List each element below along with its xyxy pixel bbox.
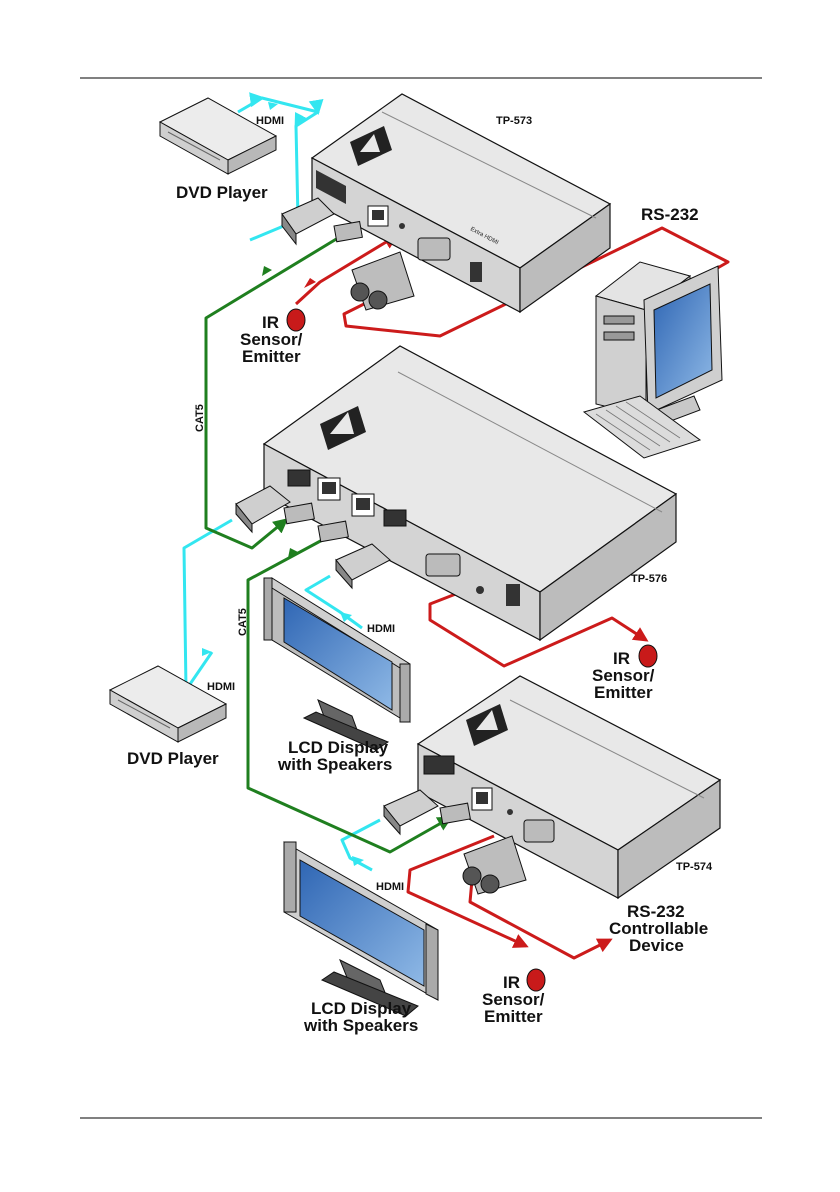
rs232-label-top: RS-232	[641, 205, 699, 224]
tp-574-device	[418, 676, 720, 898]
rs232-device-line3: Device	[629, 936, 684, 955]
cat5-label-lower: CAT5	[237, 608, 249, 636]
hdmi-cable-dvd-bottom	[184, 520, 232, 690]
lcd-display-mid	[264, 578, 410, 750]
cat5-label-upper: CAT5	[194, 404, 206, 432]
hdmi-label-dvd-bottom: HDMI	[207, 681, 235, 693]
lcd-screen-bottom	[300, 860, 424, 986]
tp-576-label: TP-576	[631, 573, 667, 585]
dvd-player-bottom	[110, 666, 226, 742]
hdmi-label-lcd-bottom: HDMI	[376, 881, 404, 893]
ir-sensor-bottom	[527, 969, 545, 991]
lcd-bot-line2: with Speakers	[303, 1016, 418, 1035]
dvd-player-top	[160, 98, 276, 174]
dvd-player-top-label: DVD Player	[176, 183, 268, 202]
ir-sensor-top	[287, 309, 305, 331]
dvd-player-bottom-label: DVD Player	[127, 749, 219, 768]
tp-574-label: TP-574	[676, 861, 713, 873]
hdmi-label-lcd-mid: HDMI	[367, 623, 395, 635]
ir-sensor-mid	[639, 645, 657, 667]
ir-top-line3: Emitter	[242, 347, 301, 366]
ir-bot-line3: Emitter	[484, 1007, 543, 1026]
tp-573-label: TP-573	[496, 115, 532, 127]
pc-computer	[584, 262, 722, 458]
lcd-mid-line2: with Speakers	[277, 755, 392, 774]
ir-mid-line3: Emitter	[594, 683, 653, 702]
hdmi-label-dvd-top: HDMI	[256, 115, 284, 127]
